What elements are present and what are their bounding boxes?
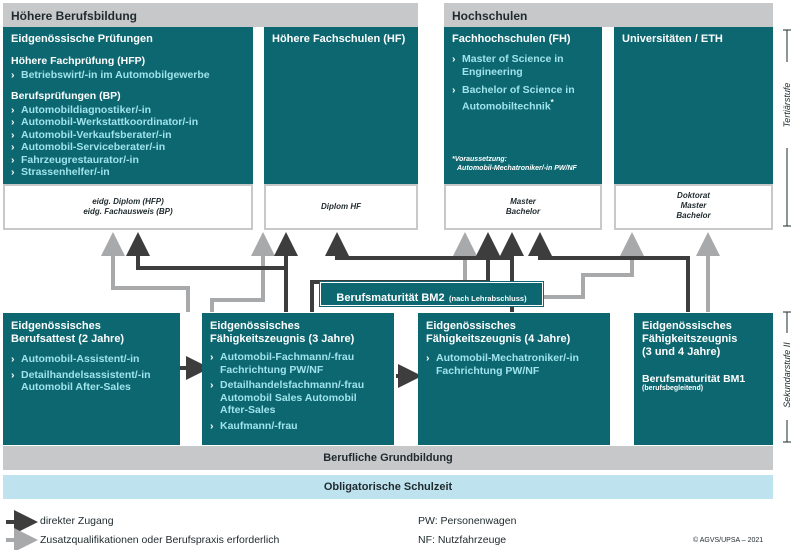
legend-indirect-label: Zusatzqualifikationen oder Berufspraxis …: [40, 534, 279, 546]
list-item: Automobil-Fachmann/-frau Fachrichtung PW…: [210, 351, 386, 376]
box-title: Universitäten / ETH: [622, 33, 765, 46]
bp-title: Berufsprüfungen (BP): [11, 90, 245, 102]
box-title-line: Eidgenössisches: [210, 320, 386, 333]
list-item: Automobil-Assistent/-in: [11, 353, 172, 366]
legend-direct-label: direkter Zugang: [40, 515, 114, 527]
box-fachhochschulen: Fachhochschulen (FH) Master of Science i…: [444, 27, 602, 184]
bar-berufliche-grundbildung: Berufliche Grundbildung: [3, 446, 773, 470]
degree-box-uni: Doktorat Master Bachelor: [614, 184, 773, 230]
degree-line: eidg. Diplom (HFP): [5, 197, 251, 207]
box-efz-4-jahre: Eidgenössisches Fähigkeitszeugnis (4 Jah…: [418, 313, 610, 445]
box-title-line: Fähigkeitszeugnis: [642, 333, 765, 346]
hfp-title: Höhere Fachprüfung (HFP): [11, 55, 245, 67]
box-berufsattest: Eidgenössisches Berufsattest (2 Jahre) A…: [3, 313, 180, 445]
box-title: Höhere Fachschulen (HF): [272, 33, 410, 46]
box-efz-3-und-4-jahre: Eidgenössisches Fähigkeitszeugnis (3 und…: [634, 313, 773, 445]
degree-line: Bachelor: [616, 211, 771, 221]
bm1-sub: (berufsbegleitend): [642, 385, 765, 392]
hfp-list: Betriebswirt/-in im Automobilgewerbe: [11, 69, 245, 82]
list-item-text: Bachelor of Science in Automobiltechnik: [462, 84, 575, 112]
legend-pw: PW: Personenwagen: [418, 515, 516, 527]
efz3-list: Automobil-Fachmann/-frau Fachrichtung PW…: [210, 351, 386, 432]
list-item: Bachelor of Science in Automobiltechnik*: [452, 84, 594, 113]
list-item: Automobil-Mechatroniker/-in Fachrichtung…: [426, 352, 602, 377]
bp-list: Automobildiagnostiker/-in Automobil-Werk…: [11, 104, 245, 179]
list-item: Detailhandelsfachmann/-frau Automobil Sa…: [210, 379, 386, 417]
fh-list: Master of Science in Engineering Bachelo…: [452, 53, 594, 113]
box-title-line: Fähigkeitszeugnis (4 Jahre): [426, 333, 602, 346]
box-title-line: Eidgenössisches: [642, 320, 765, 333]
list-item: Detailhandelsassistent/-in Automobil Aft…: [11, 369, 172, 394]
list-item: Betriebswirt/-in im Automobilgewerbe: [11, 69, 245, 82]
degree-box-hf: Diplom HF: [264, 184, 418, 230]
degree-line: eidg. Fachausweis (BP): [5, 207, 251, 217]
attest-list: Automobil-Assistent/-in Detailhandelsass…: [11, 353, 172, 394]
box-title-line: Eidgenössisches: [11, 320, 172, 333]
list-item: Fahrzeugrestaurator/-in: [11, 154, 245, 167]
list-item: Automobil-Verkaufsberater/-in: [11, 129, 245, 142]
degree-line: Doktorat: [616, 191, 771, 201]
list-item: Automobil-Serviceberater/-in: [11, 141, 245, 154]
box-title: Fachhochschulen (FH): [452, 33, 594, 46]
box-title-line: Fähigkeitszeugnis (3 Jahre): [210, 333, 386, 346]
box-title-line: (3 und 4 Jahre): [642, 346, 765, 359]
degree-line: Bachelor: [446, 207, 600, 217]
note-line: Automobil-Mechatroniker/-in PW/NF: [452, 164, 577, 173]
box-bm2: Berufsmaturität BM2 (nach Lehrabschluss): [320, 282, 543, 306]
box-universitaeten: Universitäten / ETH: [614, 27, 773, 184]
box-title-line: Berufsattest (2 Jahre): [11, 333, 172, 346]
legend-nf: NF: Nutzfahrzeuge: [418, 534, 506, 546]
box-title-line: Eidgenössisches: [426, 320, 602, 333]
footnote-star: *: [551, 98, 554, 107]
bm2-suffix: (nach Lehrabschluss): [449, 294, 527, 303]
list-item: Kaufmann/-frau: [210, 420, 386, 433]
degree-box-fh: Master Bachelor: [444, 184, 602, 230]
box-title: Eidgenössische Prüfungen: [11, 33, 245, 46]
list-item: Automobildiagnostiker/-in: [11, 104, 245, 117]
header-hoehere-berufsbildung: Höhere Berufsbildung: [3, 3, 418, 27]
side-label-tertiaerstufe: Tertiärstufe: [782, 60, 794, 150]
degree-line: Master: [446, 197, 600, 207]
list-item: Master of Science in Engineering: [452, 53, 594, 78]
bar-obligatorische-schulzeit: Obligatorische Schulzeit: [3, 475, 773, 499]
bm2-label: Berufsmaturität BM2: [336, 292, 444, 304]
copyright: © AGVS/UPSA – 2021: [693, 537, 763, 544]
fh-note: *Voraussetzung: Automobil-Mechatroniker/…: [452, 155, 577, 173]
degree-line: Diplom HF: [266, 202, 416, 212]
box-eidg-pruefungen: Eidgenössische Prüfungen Höhere Fachprüf…: [3, 27, 253, 184]
list-item: Automobil-Werkstattkoordinator/-in: [11, 116, 245, 129]
degree-box-pruefungen: eidg. Diplom (HFP) eidg. Fachausweis (BP…: [3, 184, 253, 230]
box-efz-3-jahre: Eidgenössisches Fähigkeitszeugnis (3 Jah…: [202, 313, 394, 445]
efz4-list: Automobil-Mechatroniker/-in Fachrichtung…: [426, 352, 602, 377]
box-hoehere-fachschulen: Höhere Fachschulen (HF): [264, 27, 418, 184]
degree-line: Master: [616, 201, 771, 211]
note-line: *Voraussetzung:: [452, 155, 577, 164]
bm1-title: Berufsmaturität BM1: [642, 373, 765, 385]
side-label-sekundarstufe: Sekundarstufe II: [782, 325, 794, 425]
list-item: Strassenhelfer/-in: [11, 166, 245, 179]
header-hochschulen: Hochschulen: [444, 3, 773, 27]
